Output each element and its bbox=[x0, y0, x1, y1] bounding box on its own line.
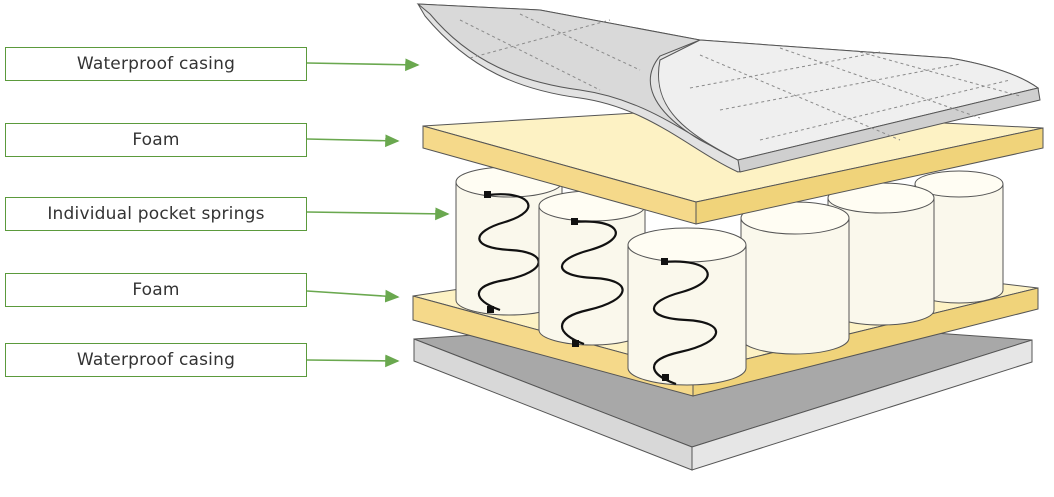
coil-spring bbox=[560, 220, 624, 346]
label-text: Individual pocket springs bbox=[47, 204, 265, 224]
label-pocket-springs: Individual pocket springs bbox=[5, 197, 307, 231]
label-waterproof-casing-bottom: Waterproof casing bbox=[5, 343, 307, 377]
coil-spring bbox=[477, 193, 540, 312]
top-casing-layer bbox=[416, 3, 1041, 173]
label-foam-top: Foam bbox=[5, 123, 307, 157]
pocket-spring bbox=[827, 182, 935, 326]
label-waterproof-casing-top: Waterproof casing bbox=[5, 47, 307, 81]
arrow-top-casing bbox=[306, 58, 420, 72]
pocket-spring bbox=[455, 166, 563, 316]
connector-arrows bbox=[306, 58, 450, 368]
arrow-bottom-casing bbox=[306, 354, 400, 368]
label-text: Foam bbox=[132, 130, 180, 150]
pocket-spring bbox=[627, 227, 747, 386]
quilting-stitches bbox=[459, 13, 1021, 141]
label-text: Foam bbox=[132, 280, 180, 300]
coil-spring bbox=[652, 260, 718, 386]
pocket-spring bbox=[740, 201, 850, 355]
arrow-top-foam bbox=[306, 134, 400, 148]
pocket-spring bbox=[914, 170, 1004, 304]
label-text: Waterproof casing bbox=[76, 54, 236, 74]
label-text: Waterproof casing bbox=[76, 350, 236, 370]
arrow-bottom-foam bbox=[306, 289, 400, 303]
arrow-springs bbox=[306, 207, 450, 221]
label-foam-bottom: Foam bbox=[5, 273, 307, 307]
